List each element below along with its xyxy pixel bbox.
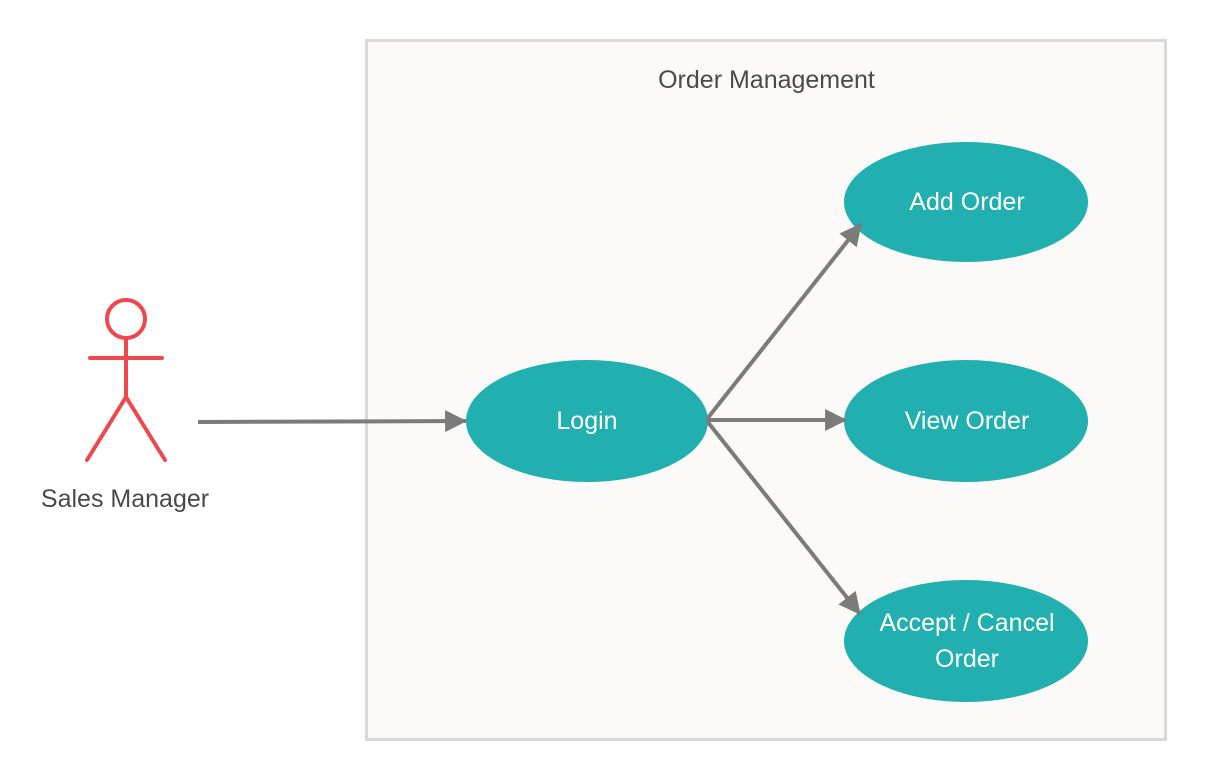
use-case-add-order[interactable] xyxy=(844,142,1088,262)
actor-stick-figure xyxy=(85,298,167,462)
use-case-view-order[interactable] xyxy=(844,360,1088,482)
actor-left-leg xyxy=(85,395,128,462)
system-boundary-title: Order Management xyxy=(658,66,875,94)
use-case-login[interactable] xyxy=(466,360,708,482)
actor-right-leg xyxy=(124,395,167,462)
actor-label: Sales Manager xyxy=(40,485,210,513)
connectors xyxy=(197,222,863,616)
actor-head xyxy=(105,298,147,340)
arrow-login-to-accept-cancel-order xyxy=(705,419,862,616)
use-case-accept-cancel-order[interactable] xyxy=(844,580,1088,702)
arrow-login-to-add-order xyxy=(705,222,863,421)
arrow-actor-to-login xyxy=(197,410,468,433)
